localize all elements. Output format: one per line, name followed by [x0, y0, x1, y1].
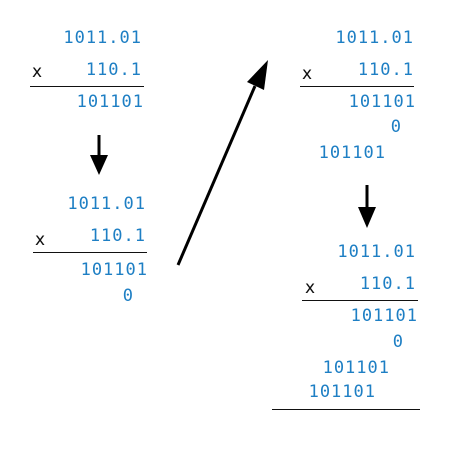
multiply-operator: x — [35, 230, 46, 250]
multiplier: 110.1 — [89, 226, 146, 246]
partial-product: 101101 — [318, 143, 386, 163]
partial-product: 101101 — [348, 92, 416, 112]
multiply-operator: x — [302, 64, 313, 84]
multiplicand: 1011.01 — [337, 242, 416, 262]
partial-product: 0 — [392, 332, 404, 352]
multiply-operator: x — [32, 62, 43, 82]
partial-product: 101101 — [76, 92, 144, 112]
multiplicand: 1011.01 — [335, 28, 414, 48]
down-arrow-icon — [90, 135, 108, 175]
multiplier: 110.1 — [359, 274, 416, 294]
sum-line — [33, 252, 147, 253]
partial-product: 101101 — [308, 382, 376, 402]
multiplier: 110.1 — [85, 60, 142, 80]
partial-product: 101101 — [80, 260, 148, 280]
sum-line — [302, 300, 418, 301]
partial-product: 101101 — [350, 306, 418, 326]
partial-product: 0 — [390, 117, 402, 137]
partial-product: 101101 — [322, 358, 390, 378]
multiplicand: 1011.01 — [67, 194, 146, 214]
sum-line — [30, 86, 144, 87]
partial-product: 0 — [122, 286, 134, 306]
down-arrow-icon — [358, 185, 376, 228]
sum-line — [300, 86, 414, 87]
multiplicand: 1011.01 — [63, 28, 142, 48]
sum-line — [272, 409, 420, 410]
diagonal-arrow-icon — [176, 60, 268, 266]
multiply-operator: x — [305, 278, 316, 298]
multiplier: 110.1 — [357, 60, 414, 80]
